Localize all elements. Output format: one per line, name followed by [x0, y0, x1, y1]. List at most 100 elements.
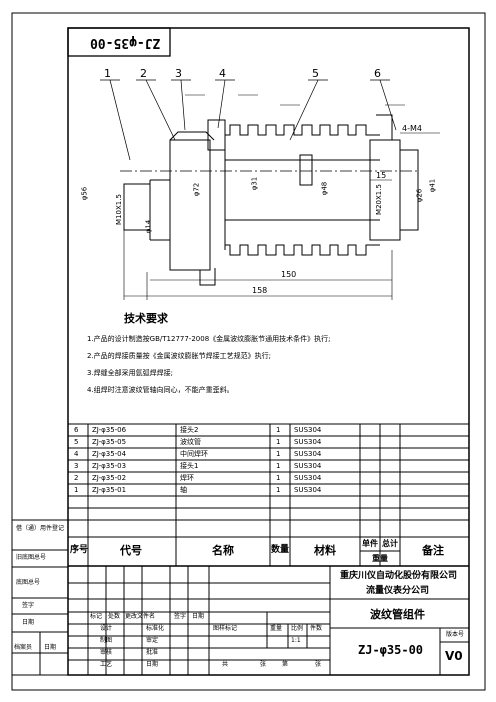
dim-d31: φ31	[250, 176, 259, 191]
bom-row-name: 中间焊环	[180, 450, 208, 458]
tb-date3: 日期	[146, 661, 159, 668]
label-base: 底图总号	[16, 579, 41, 586]
tb-check: 审核	[100, 649, 113, 656]
tb-date: 日期	[192, 613, 205, 620]
dim-m20: M20X1.5	[374, 184, 383, 215]
bom-row-mat: SUS304	[294, 474, 322, 482]
bom-row-code: ZJ-φ35-01	[92, 486, 127, 494]
bom-row-qty: 1	[276, 462, 281, 470]
dim-m10: M10X1.5	[114, 194, 123, 225]
note-4: 4.组焊时注意波纹管轴向同心，不能产重歪斜。	[87, 386, 234, 394]
tb-page: 第	[282, 661, 289, 668]
left-binding-column	[11, 519, 69, 676]
dimension-lines	[123, 132, 440, 300]
bom-header-name: 名称	[212, 544, 234, 557]
tb-design: 设计	[100, 625, 113, 632]
bom-header-weight: 重量	[372, 554, 388, 563]
part-drawing	[123, 114, 419, 286]
tb-standard: 标准化	[146, 625, 165, 632]
tb-signature: 签字	[174, 613, 187, 620]
tb-drawing-no: ZJ-φ35-00	[358, 643, 424, 657]
label-borrow: 借（通）用件登记	[16, 525, 65, 532]
dim-d56: φ56	[80, 186, 89, 201]
dim-4m4: 4-M4	[402, 124, 422, 133]
balloon-1: 1	[104, 67, 111, 80]
bom-grid	[68, 423, 469, 567]
bom-row-name: 接头2	[180, 426, 199, 434]
balloon-3: 3	[175, 67, 182, 80]
dim-d26: φ26	[415, 188, 424, 203]
bom-row-no: 5	[74, 438, 79, 446]
balloon-4: 4	[219, 67, 226, 80]
bom-header-mat: 材料	[314, 544, 336, 557]
dim-d48: φ48	[320, 181, 329, 196]
tb-pieces: 件数	[310, 625, 323, 632]
bom-header-code: 代号	[120, 544, 142, 557]
tb-version: V0	[445, 649, 463, 663]
tb-change-doc: 更改文件名	[125, 613, 156, 620]
bom-row-code: ZJ-φ35-03	[92, 462, 127, 470]
bom-row-qty: 1	[276, 438, 281, 446]
bom-header-qty: 数量	[271, 545, 290, 555]
weld-symbols	[185, 94, 405, 106]
label-sign: 签字	[22, 602, 35, 609]
bom-header-single: 单件	[362, 539, 378, 548]
bom-row-mat: SUS304	[294, 438, 322, 446]
dim-150: 150	[281, 270, 297, 279]
outer-frame	[11, 12, 486, 691]
note-3: 3.焊缝全部采用氩弧焊焊接;	[87, 369, 174, 377]
bom-row-mat: SUS304	[294, 486, 322, 494]
tb-sheet: 张	[315, 661, 322, 668]
bom-row-no: 1	[74, 486, 79, 494]
bom-row-no: 3	[74, 462, 79, 470]
bom-row-qty: 1	[276, 486, 281, 494]
bom-row-name: 波纹管	[180, 438, 201, 446]
bom-row-name: 轴	[180, 486, 187, 494]
label-date2: 日期	[44, 644, 57, 651]
bom-row-mat: SUS304	[294, 426, 322, 434]
bom-row-code: ZJ-φ35-02	[92, 474, 127, 482]
tb-weight: 重量	[270, 625, 283, 632]
tb-total: 共	[222, 661, 229, 668]
dim-15: 15	[376, 171, 387, 180]
balloon-leaders	[100, 79, 397, 161]
dim-d41: φ41	[428, 178, 437, 193]
tb-process: 工艺	[100, 661, 113, 668]
bom-row-name: 接头1	[180, 462, 199, 470]
tb-review: 审定	[146, 637, 159, 644]
bom-row-name: 焊环	[180, 474, 194, 482]
tb-company: 重庆川仪自动化股份有限公司	[340, 571, 458, 581]
balloon-2: 2	[140, 67, 147, 80]
tb-approve: 批准	[146, 649, 159, 656]
bom-row-code: ZJ-φ35-05	[92, 438, 127, 446]
bom-row-no: 4	[74, 450, 79, 458]
title-block-grid	[68, 566, 469, 675]
bom-row-no: 2	[74, 474, 79, 482]
notes-title: 技术要求	[124, 312, 168, 325]
note-1: 1.产品的设计制造按GB/T12777-2008《金属波纹膨胀节通用技术条件》执…	[87, 335, 331, 343]
tb-count: 处数	[108, 613, 121, 620]
bom-row-code: ZJ-φ35-06	[92, 426, 127, 434]
tb-sheets: 张	[260, 661, 267, 668]
bom-row-mat: SUS304	[294, 450, 322, 458]
tb-scale-value: 1:1	[291, 637, 301, 644]
balloon-5: 5	[312, 67, 319, 80]
note-2: 2.产品的焊接质量按《金属波纹膨胀节焊接工艺规范》执行;	[87, 352, 272, 360]
dim-d72: φ72	[192, 182, 201, 197]
tb-draw: 制图	[100, 637, 113, 644]
tb-part-name: 波纹管组件	[370, 608, 425, 621]
tb-mark: 标记	[90, 613, 103, 620]
stamp-code: ZJ-φ35-00	[90, 35, 161, 50]
bom-row-code: ZJ-φ35-04	[92, 450, 127, 458]
bom-header-note: 备注	[422, 544, 444, 557]
bom-header-no: 序号	[70, 545, 89, 555]
bom-row-qty: 1	[276, 474, 281, 482]
bom-row-no: 6	[74, 426, 79, 434]
tb-branch: 流量仪表分公司	[366, 586, 430, 596]
code-stamp-box	[67, 27, 171, 57]
bom-row-qty: 1	[276, 450, 281, 458]
dim-158: 158	[252, 286, 268, 295]
balloon-6: 6	[374, 67, 381, 80]
